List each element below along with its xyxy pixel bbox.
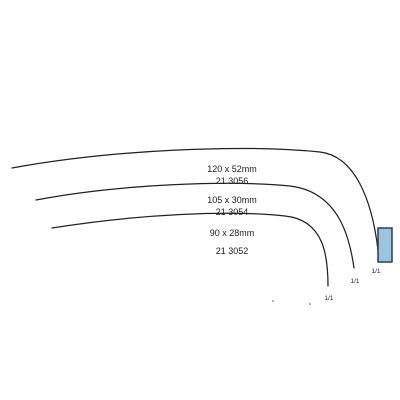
size-label-medium: 105 x 30mm [207, 195, 257, 205]
blade-section-swatch [377, 227, 393, 263]
code-label-large: 21 3056 [216, 176, 249, 186]
code-label-small: 21 3052 [216, 246, 249, 256]
curve-large [11, 147, 379, 251]
size-label-small: 90 x 28mm [210, 228, 255, 238]
curve-medium [35, 182, 355, 269]
code-label-medium: 21 3054 [216, 207, 249, 217]
tip-mark-small: 1/1 [324, 295, 333, 302]
curve-small [51, 212, 329, 287]
dot-mark [272, 300, 274, 302]
dot-mark [309, 303, 311, 305]
tip-mark-large: 1/1 [371, 268, 380, 275]
size-label-large: 120 x 52mm [207, 164, 257, 174]
tip-mark-medium: 1/1 [350, 278, 359, 285]
